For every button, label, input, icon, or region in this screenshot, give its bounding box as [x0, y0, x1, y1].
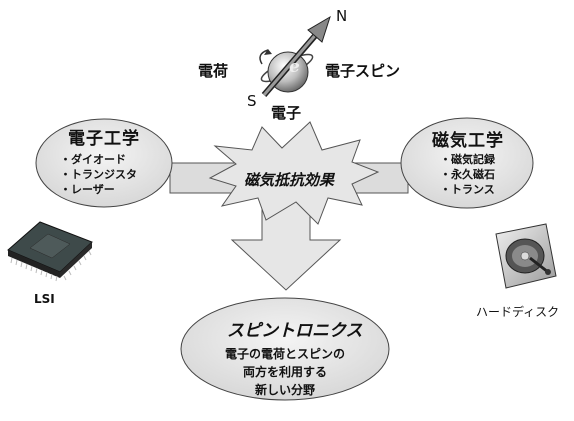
- list-item: ・レーザー: [60, 183, 115, 196]
- charge-label: 電荷: [198, 62, 229, 80]
- list-item: ・ダイオード: [60, 153, 126, 166]
- electronics-title: 電子工学: [68, 129, 140, 149]
- magnetoresistance-label: 磁気抵抗効果: [244, 171, 335, 189]
- magnetics-title: 磁気工学: [432, 131, 504, 151]
- south-pole-label: S: [247, 92, 257, 110]
- electron-spin-label: 電子スピン: [325, 62, 401, 80]
- magnetics-ellipse: [400, 117, 534, 209]
- electron-symbol: e: [289, 57, 300, 77]
- starburst-shape: [208, 121, 380, 225]
- magnetics-list: ・磁気記録 ・永久磁石 ・トランス: [440, 152, 495, 197]
- spintronics-title: スピントロニクス: [227, 321, 363, 341]
- hard-disk-icon: [484, 218, 558, 296]
- electron-label: 電子: [271, 104, 302, 122]
- electronics-ellipse: [35, 118, 173, 208]
- electronics-list: ・ダイオード ・トランジスタ ・レーザー: [60, 152, 137, 197]
- spintronics-line-2: 両方を利用する: [242, 365, 327, 379]
- spintronics-line-3: 新しい分野: [254, 383, 315, 397]
- list-item: ・トランジスタ: [60, 168, 137, 181]
- list-item: ・磁気記録: [440, 153, 495, 166]
- north-pole-label: N: [336, 7, 348, 25]
- spintronics-ellipse: [180, 297, 390, 401]
- list-item: ・永久磁石: [440, 168, 495, 181]
- hard-disk-caption: ハードディスク: [476, 305, 560, 319]
- spintronics-line-1: 電子の電荷とスピンの: [224, 347, 345, 361]
- electron-sphere-icon: [259, 15, 331, 97]
- list-item: ・トランス: [440, 183, 495, 196]
- lsi-chip-icon: [7, 221, 93, 282]
- lsi-caption: LSI: [34, 292, 55, 306]
